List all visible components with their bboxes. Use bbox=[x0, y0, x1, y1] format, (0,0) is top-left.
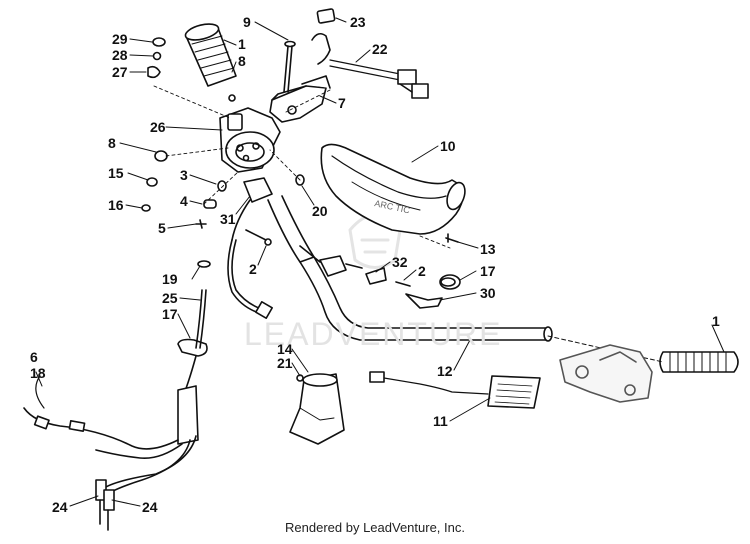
callout-3: 3 bbox=[180, 167, 188, 183]
assembly-lines bbox=[153, 85, 451, 249]
callout-7: 7 bbox=[338, 95, 346, 111]
callout-28: 28 bbox=[112, 47, 128, 63]
callout-4: 4 bbox=[180, 193, 188, 209]
callout-10: 10 bbox=[440, 138, 456, 154]
grip-heater-element bbox=[369, 371, 541, 409]
callout-18: 18 bbox=[30, 365, 46, 381]
callout-16: 16 bbox=[108, 197, 124, 213]
switch-housing bbox=[219, 107, 281, 173]
throttle-cable bbox=[23, 260, 211, 531]
callout-6: 6 bbox=[30, 349, 38, 365]
callout-19: 19 bbox=[162, 271, 178, 287]
callout-29: 29 bbox=[112, 31, 128, 47]
wire-loop bbox=[227, 229, 273, 319]
callout-1-left-grip: 1 bbox=[238, 36, 246, 52]
callout-17-left: 17 bbox=[162, 306, 178, 322]
screw bbox=[445, 233, 459, 243]
callout-13: 13 bbox=[480, 241, 496, 257]
callout-22: 22 bbox=[372, 41, 388, 57]
callout-15: 15 bbox=[108, 165, 124, 181]
callout-27: 27 bbox=[112, 64, 128, 80]
callout-8-top: 8 bbox=[238, 53, 246, 69]
callout-20: 20 bbox=[312, 203, 328, 219]
callout-17-right: 17 bbox=[480, 263, 496, 279]
right-control-housing bbox=[559, 344, 653, 403]
callout-24-left: 24 bbox=[52, 499, 68, 515]
callout-1-right-grip: 1 bbox=[712, 313, 720, 329]
callout-23: 23 bbox=[350, 14, 366, 30]
callout-2-switch: 2 bbox=[418, 263, 426, 279]
callout-14: 14 bbox=[277, 341, 293, 357]
callout-2-loop: 2 bbox=[249, 261, 257, 277]
bolt bbox=[283, 40, 296, 93]
callout-9: 9 bbox=[243, 14, 251, 30]
plug-parts bbox=[147, 37, 166, 79]
cable-bracket bbox=[289, 373, 345, 445]
callout-30: 30 bbox=[480, 285, 496, 301]
leader-lines bbox=[35, 17, 725, 507]
callout-26: 26 bbox=[150, 119, 166, 135]
callout-32: 32 bbox=[392, 254, 408, 270]
callout-11: 11 bbox=[433, 413, 448, 429]
watermark-text: LEADVENTURE bbox=[244, 316, 503, 352]
callout-25: 25 bbox=[162, 290, 178, 306]
kill-switch bbox=[299, 245, 461, 309]
mount-clamp bbox=[231, 177, 273, 241]
callout-31: 31 bbox=[220, 211, 236, 227]
brake-lever-block bbox=[269, 75, 331, 123]
left-grip bbox=[184, 23, 237, 87]
callout-21: 21 bbox=[277, 355, 293, 371]
callout-5: 5 bbox=[158, 220, 166, 236]
callout-8-mid: 8 bbox=[108, 135, 116, 151]
handguard-cover: ARC TIC bbox=[320, 143, 466, 235]
handlebar bbox=[267, 195, 553, 342]
callout-24-right: 24 bbox=[142, 499, 158, 515]
callout-12: 12 bbox=[437, 363, 453, 379]
footer-credit: Rendered by LeadVenture, Inc. bbox=[285, 520, 465, 535]
switch-harness bbox=[311, 8, 429, 99]
